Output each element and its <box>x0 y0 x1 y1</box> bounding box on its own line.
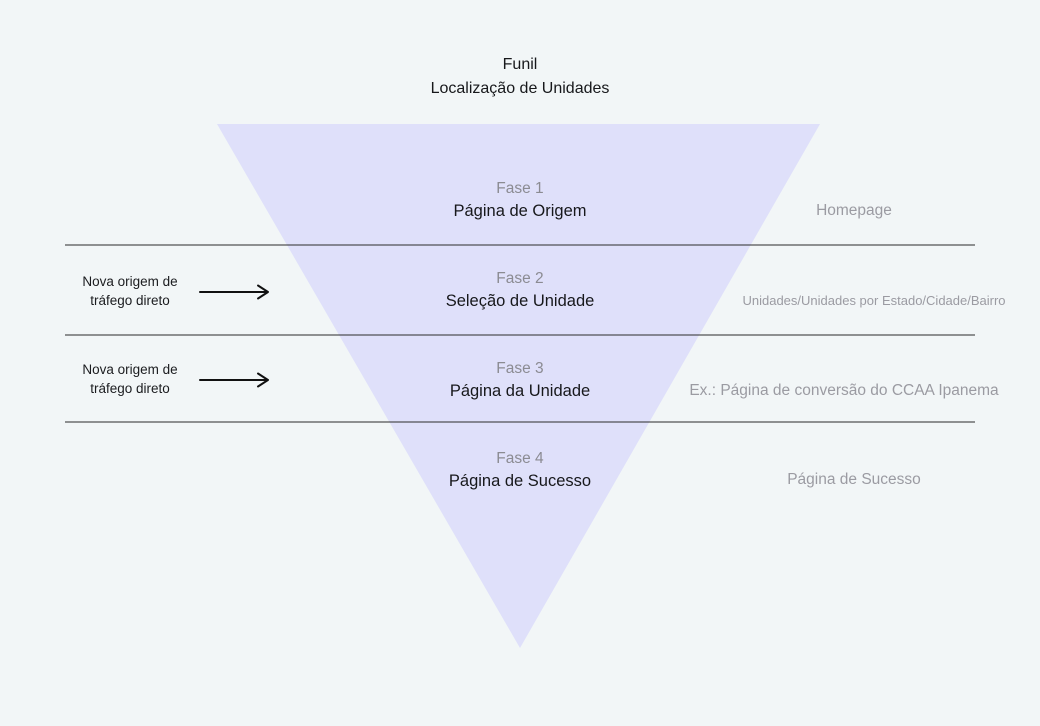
left-annotation-line1: Nova origem de <box>82 362 178 377</box>
diagram-title-line1: Funil <box>502 56 538 73</box>
phase-title: Página da Unidade <box>449 382 591 400</box>
left-annotation-2: Nova origem de tráfego direto <box>50 361 210 398</box>
right-annotation-phase-1: Homepage <box>816 202 892 219</box>
right-annotation-phase-4: Página de Sucesso <box>787 471 921 488</box>
phase-label: Fase 2 <box>496 270 544 287</box>
phase-title: Página de Sucesso <box>448 472 592 490</box>
phase-title: Seleção de Unidade <box>445 292 595 310</box>
phase-title: Página de Origem <box>453 202 587 220</box>
funnel-triangle-shape <box>217 124 820 648</box>
phase-row-2: Fase 2 Seleção de Unidade <box>320 267 720 313</box>
arrow-right-icon <box>199 372 269 388</box>
phase-row-3: Fase 3 Página da Unidade <box>320 357 720 403</box>
left-annotation-line2: tráfego direto <box>90 292 170 308</box>
right-annotation-phase-2: Unidades/Unidades por Estado/Cidade/Bair… <box>742 293 1006 308</box>
phase-label: Fase 4 <box>496 450 544 467</box>
phase-label: Fase 1 <box>496 180 544 197</box>
left-annotation-line2: tráfego direto <box>90 380 170 396</box>
arrow-right-icon <box>199 284 269 300</box>
phase-row-4: Fase 4 Página de Sucesso <box>320 447 720 493</box>
diagram-title-line2: Localização de Unidades <box>430 80 610 97</box>
right-annotation-phase-3: Ex.: Página de conversão do CCAA Ipanema <box>689 382 999 399</box>
diagram-title: Funil Localização de Unidades <box>320 53 720 101</box>
phase-row-1: Fase 1 Página de Origem <box>320 177 720 223</box>
left-annotation-line1: Nova origem de <box>82 274 178 289</box>
phase-label: Fase 3 <box>496 360 544 377</box>
left-annotation-1: Nova origem de tráfego direto <box>50 273 210 310</box>
